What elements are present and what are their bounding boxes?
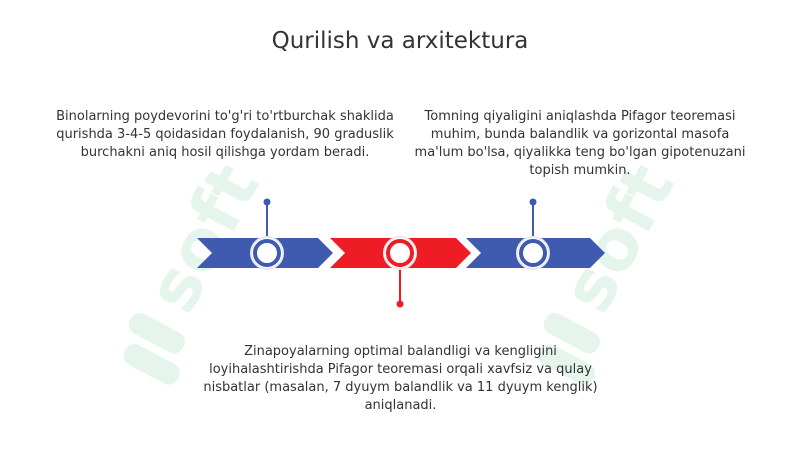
milestone-3-ring xyxy=(519,239,547,267)
slide-title: Qurilish va arxitektura xyxy=(271,28,529,54)
milestone-2-ring xyxy=(386,239,414,267)
connector-dot-1 xyxy=(263,198,271,206)
connector-dot-2 xyxy=(396,300,404,308)
text-item-2: Zinapoyalarning optimal balandligi va ke… xyxy=(203,344,598,413)
connector-dot-3 xyxy=(529,198,537,206)
milestone-1-ring xyxy=(253,239,281,267)
text-item-1: Binolarning poydevorini to'g'ri to'rtbur… xyxy=(56,109,394,160)
text-item-3: Tomning qiyaligini aniqlashda Pifagor te… xyxy=(414,109,746,178)
